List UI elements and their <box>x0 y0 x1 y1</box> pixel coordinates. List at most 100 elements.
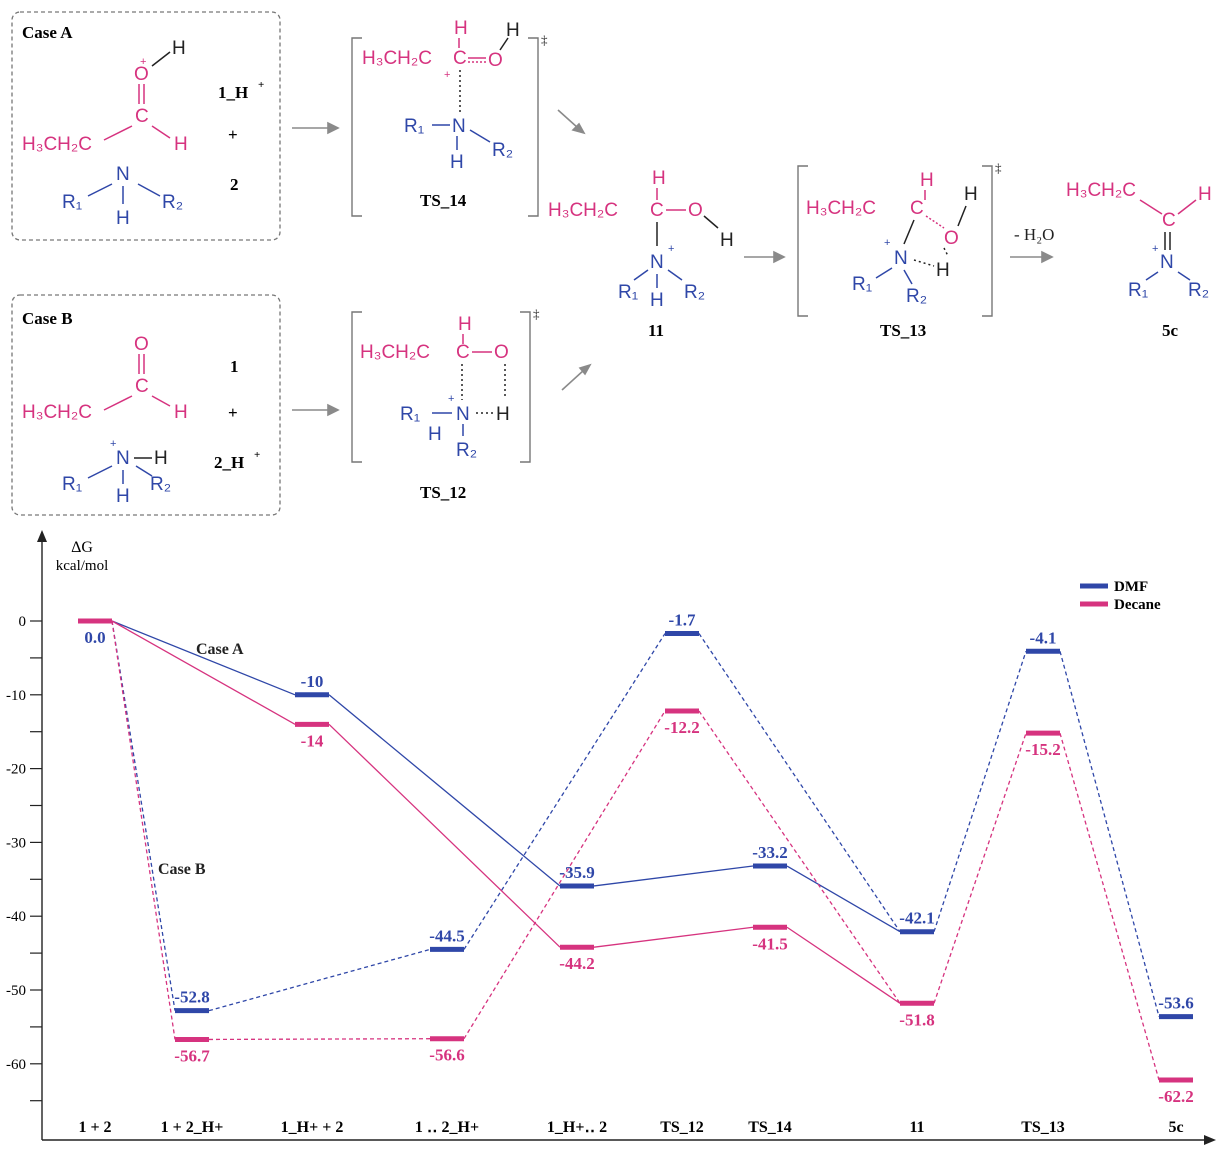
case-b-connector-dmf <box>1059 651 1160 1017</box>
y-axis-arrow <box>37 530 47 542</box>
ts14-r1: R₁ <box>404 116 424 137</box>
ts13-hydrogen: H <box>920 170 934 191</box>
x-category-label: 1 + 2 <box>78 1119 111 1136</box>
case-a-title: Case A <box>22 23 73 42</box>
r1-group-b: R₁ <box>62 474 82 495</box>
ts14-dagger: ‡ <box>541 32 548 47</box>
annotation-case-a: Case A <box>196 641 244 658</box>
c-ethyl-bond <box>103 125 133 141</box>
ts13-label: TS_13 <box>880 321 926 340</box>
energy-value-dmf: -10 <box>301 672 324 691</box>
arrow-head-b <box>327 403 340 417</box>
ts13-bracket-left <box>797 165 808 317</box>
arrow-head-11 <box>773 250 786 264</box>
ts13-r2: R₂ <box>906 286 927 307</box>
intermediate-11-structure: H₃CH₂C H C O H N + R₁ R₂ H 11 <box>548 168 734 340</box>
ts13-bracket-right <box>982 165 993 317</box>
p5c-nr2-bond <box>1177 271 1191 281</box>
ammonium-charge: + <box>110 438 116 450</box>
ts14-nr2-bond <box>469 129 491 143</box>
product-5c-structure: H₃CH₂C C H N + R₁ R₂ 5c <box>1066 180 1212 340</box>
label-2-h: 2_H <box>214 453 244 472</box>
case-b-connector-decane <box>208 1038 431 1041</box>
oxonium-charge: + <box>140 56 146 68</box>
int11-ethyl: H₃CH₂C <box>548 200 618 221</box>
label-2: 2 <box>230 175 239 194</box>
energy-value-decane: -41.5 <box>752 934 787 953</box>
label-2-h-charge: + <box>254 449 260 461</box>
ts13-oxygen: O <box>944 228 959 249</box>
x-category-label: 1 + 2_H+ <box>161 1119 224 1136</box>
ts14-bracket-left <box>351 37 362 217</box>
r2-group: R₂ <box>162 192 183 213</box>
ts13-co-breaking <box>925 215 945 229</box>
ts13-cn-bond <box>903 219 915 245</box>
case-b-connector-dmf <box>698 633 901 933</box>
y-tick-label: -50 <box>6 983 26 999</box>
ts13-hydroxyl-h: H <box>964 184 978 205</box>
p5c-ethyl-bond <box>1139 199 1163 215</box>
energy-value-decane: -51.8 <box>899 1010 934 1029</box>
n-r1-bond-b <box>87 465 113 479</box>
ts12-bracket-left <box>351 311 362 463</box>
int11-oh-bond <box>703 215 719 229</box>
case-a-connector-decane <box>111 620 296 725</box>
n-r2-bond <box>137 183 161 197</box>
legend-decane-label: Decane <box>1114 597 1161 613</box>
int11-carbon: C <box>650 200 664 221</box>
energy-value-dmf: -42.1 <box>899 909 934 928</box>
r1-group: R₁ <box>62 192 82 213</box>
reaction-arrows <box>292 109 1054 417</box>
ts12-oxygen: O <box>494 342 509 363</box>
ts13-oh-bond <box>957 205 967 227</box>
int11-nh: H <box>650 290 664 311</box>
ts14-oh-bond <box>499 37 509 51</box>
ts14-hydroxyl-h: H <box>506 20 520 41</box>
case-b-connector-dmf <box>111 620 176 1011</box>
oxygen-atom: O <box>134 64 149 85</box>
ts-13-structure: ‡ H₃CH₂C H C O H N + H R₁ R₂ TS_13 <box>797 160 1002 340</box>
case-a-connector-dmf <box>328 694 561 887</box>
energy-value-dmf: 0.0 <box>84 628 105 647</box>
ts13-nr1-bond <box>875 267 893 279</box>
c-h-bond-b <box>151 395 171 407</box>
ammonium-hydrogen-2: H <box>116 486 130 507</box>
case-b-connector-dmf <box>463 633 666 950</box>
case-a-connector-dmf <box>593 865 754 887</box>
ammonium-hydrogen: H <box>154 448 168 469</box>
x-category-label: 5c <box>1168 1119 1183 1136</box>
ts12-label: TS_12 <box>420 483 466 502</box>
arrow-head-ts14 <box>571 122 586 135</box>
ethyl-group-b: H₃CH₂C <box>22 402 92 423</box>
arrow-ts14-to-11 <box>557 109 579 129</box>
y-axis-label: ΔG <box>71 539 93 556</box>
annotation-case-b: Case B <box>158 861 206 878</box>
carbonyl-carbon: C <box>135 106 149 127</box>
ts12-nitrogen: N <box>456 404 470 425</box>
energy-value-dmf: -4.1 <box>1030 628 1057 647</box>
int11-nr2-bond <box>667 269 683 281</box>
energy-value-dmf: -44.5 <box>429 926 464 945</box>
energy-value-dmf: -35.9 <box>559 863 594 882</box>
case-b-connector-decane <box>463 710 666 1040</box>
ts14-bracket-right <box>528 37 539 217</box>
energy-value-decane: -12.2 <box>664 718 699 737</box>
ts13-nh-breaking <box>913 259 935 267</box>
label-1-h: 1_H <box>218 83 248 102</box>
r2-group-b: R₂ <box>150 474 171 495</box>
x-category-label: 11 <box>909 1119 924 1136</box>
int11-nitrogen: N <box>650 252 664 273</box>
amine-hydrogen: H <box>116 208 130 229</box>
y-axis-unit: kcal/mol <box>56 558 109 574</box>
x-axis-arrow <box>1204 1135 1216 1145</box>
y-tick-label: -10 <box>6 688 26 704</box>
n-r2-bond-b <box>135 465 153 477</box>
energy-value-dmf: -52.8 <box>174 988 209 1007</box>
int11-hydrogen: H <box>652 168 666 189</box>
oxygen-atom-b: O <box>134 334 149 355</box>
ammonium-nitrogen: N <box>116 448 130 469</box>
energy-value-decane: -62.2 <box>1158 1087 1193 1106</box>
level-connectors <box>111 620 1160 1081</box>
arrow-head-a <box>327 121 340 135</box>
